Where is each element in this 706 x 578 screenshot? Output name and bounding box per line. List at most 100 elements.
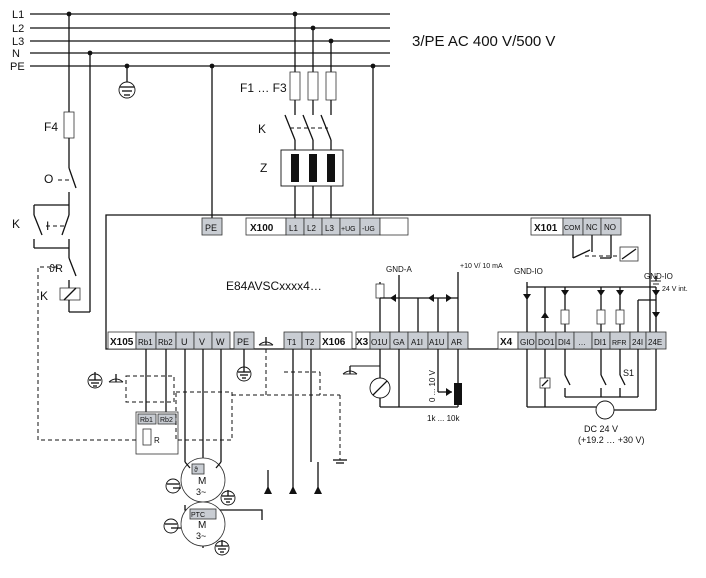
motor1-phase: 3~ (196, 487, 206, 497)
motor2 (163, 501, 230, 556)
rail-label-l2: L2 (12, 23, 24, 35)
fuses-label: F1 … F3 (240, 81, 287, 95)
fuse-icon (307, 71, 319, 101)
rail-label-n: N (12, 48, 20, 60)
motor2-label: M (198, 520, 206, 531)
x105-u: U (181, 337, 188, 347)
x106-t1: T1 (287, 338, 297, 347)
f4-label: F4 (44, 120, 58, 134)
x101-name: X101 (534, 223, 558, 234)
contactor-label: K (258, 122, 266, 136)
x3-o1u: O1U (371, 338, 388, 347)
potentiometer-icon (454, 383, 462, 405)
x4-name: X4 (500, 337, 513, 348)
gnd-io-label: GND-IO (514, 267, 543, 276)
rail-label-l3: L3 (12, 36, 24, 48)
k-contact-label: K (12, 217, 20, 231)
on-label: I (46, 219, 49, 233)
ext-supply-label: DC 24 V (584, 424, 618, 434)
motor2-wires (184, 462, 322, 520)
fuses-f1-f3 (289, 14, 337, 115)
relay-icon (572, 235, 639, 262)
x106-t2: T2 (305, 338, 315, 347)
x4-di4: DI4 (558, 338, 571, 347)
x100-name: X100 (250, 223, 274, 234)
rail-label-l1: L1 (12, 9, 24, 21)
analog-range-label: 0 ... 10 V (428, 369, 437, 402)
x105-name: X105 (110, 337, 134, 348)
x4-gio: GIO (520, 338, 535, 347)
digital-external (526, 349, 657, 420)
shield-ground-icon (258, 337, 274, 346)
supply-title: 3/PE AC 400 V/500 V (412, 33, 555, 50)
fuse-icon (289, 71, 301, 101)
gnd-a-label: GND-A (386, 265, 412, 274)
x3-ar: AR (451, 338, 462, 347)
pot-label: 1k ... 10k (427, 414, 460, 423)
motor2-tag: PTC (191, 512, 205, 519)
x4-do1: DO1 (538, 338, 555, 347)
analog-internal (375, 272, 459, 332)
x3-a1u: A1U (429, 338, 445, 347)
analog-external (369, 349, 462, 408)
x106-header (319, 331, 353, 350)
x100-l2: L2 (307, 224, 316, 233)
filter-z (280, 149, 344, 218)
filter-label: Z (260, 161, 267, 175)
off-label: O (44, 172, 53, 186)
x4-rfr: RFR (612, 340, 626, 347)
x3-name: X3 (356, 337, 369, 348)
pe-top-label: PE (205, 223, 217, 233)
contactor-k (284, 114, 332, 150)
gnd-io-label-2: GND-IO (644, 272, 673, 281)
motor1-wires (175, 349, 347, 464)
pe-earth-icon (118, 66, 136, 99)
digital-internal (523, 276, 661, 332)
rail-junctions (66, 11, 376, 69)
ext-range-label: (+19.2 … +30 V) (578, 435, 645, 445)
x105-v: V (199, 337, 205, 347)
earth-symbols-x105 (87, 372, 124, 389)
brake-resistor (120, 411, 179, 455)
dc-supply-icon (595, 400, 615, 420)
brake-shield-box (125, 375, 175, 403)
control-circuit (33, 14, 140, 441)
x100-l1: L1 (289, 224, 298, 233)
pe-top-terminal (201, 217, 223, 236)
x3-a1i: A1I (411, 338, 423, 347)
x101-com: COM (564, 225, 581, 232)
x100-minus-ug: -UG (362, 226, 375, 233)
x100-l3: L3 (325, 224, 334, 233)
motor1-label: M (198, 476, 206, 487)
shield-x3-icon (342, 365, 380, 375)
thermal-label: ϑR (49, 263, 63, 275)
ref-supply-label: +10 V/ 10 mA (460, 263, 503, 270)
internal-24v-label: 24 V int. (662, 286, 688, 293)
rb1-term-label: Rb1 (140, 417, 153, 424)
x101-nc: NC (586, 223, 598, 232)
x105-rb2: Rb2 (158, 338, 173, 347)
device-model: E84AVSCxxxx4… (226, 279, 322, 293)
rail-label-pe: PE (10, 61, 25, 73)
motor1-tag: ϑ (194, 467, 198, 474)
coil-label: K (40, 289, 48, 303)
pe-bottom-label: PE (237, 337, 249, 347)
rb2-term-label: Rb2 (160, 417, 173, 424)
x105-rb1: Rb1 (138, 338, 153, 347)
fuse-icon (325, 71, 337, 101)
x100-plus-ug: +UG (341, 226, 356, 233)
x4-dots: … (578, 338, 586, 347)
motor1 (165, 457, 236, 506)
x3-ga: GA (393, 338, 405, 347)
resistor-label: R (154, 436, 160, 445)
x100-end (379, 217, 409, 236)
supply-rails (30, 13, 390, 67)
x106-name: X106 (322, 337, 346, 348)
x4-24e: 24E (648, 338, 662, 347)
x4-di1: DI1 (594, 338, 607, 347)
x4-24i: 24I (632, 338, 643, 347)
s1-label: S1 (623, 368, 634, 378)
x101-no: NO (604, 223, 616, 232)
